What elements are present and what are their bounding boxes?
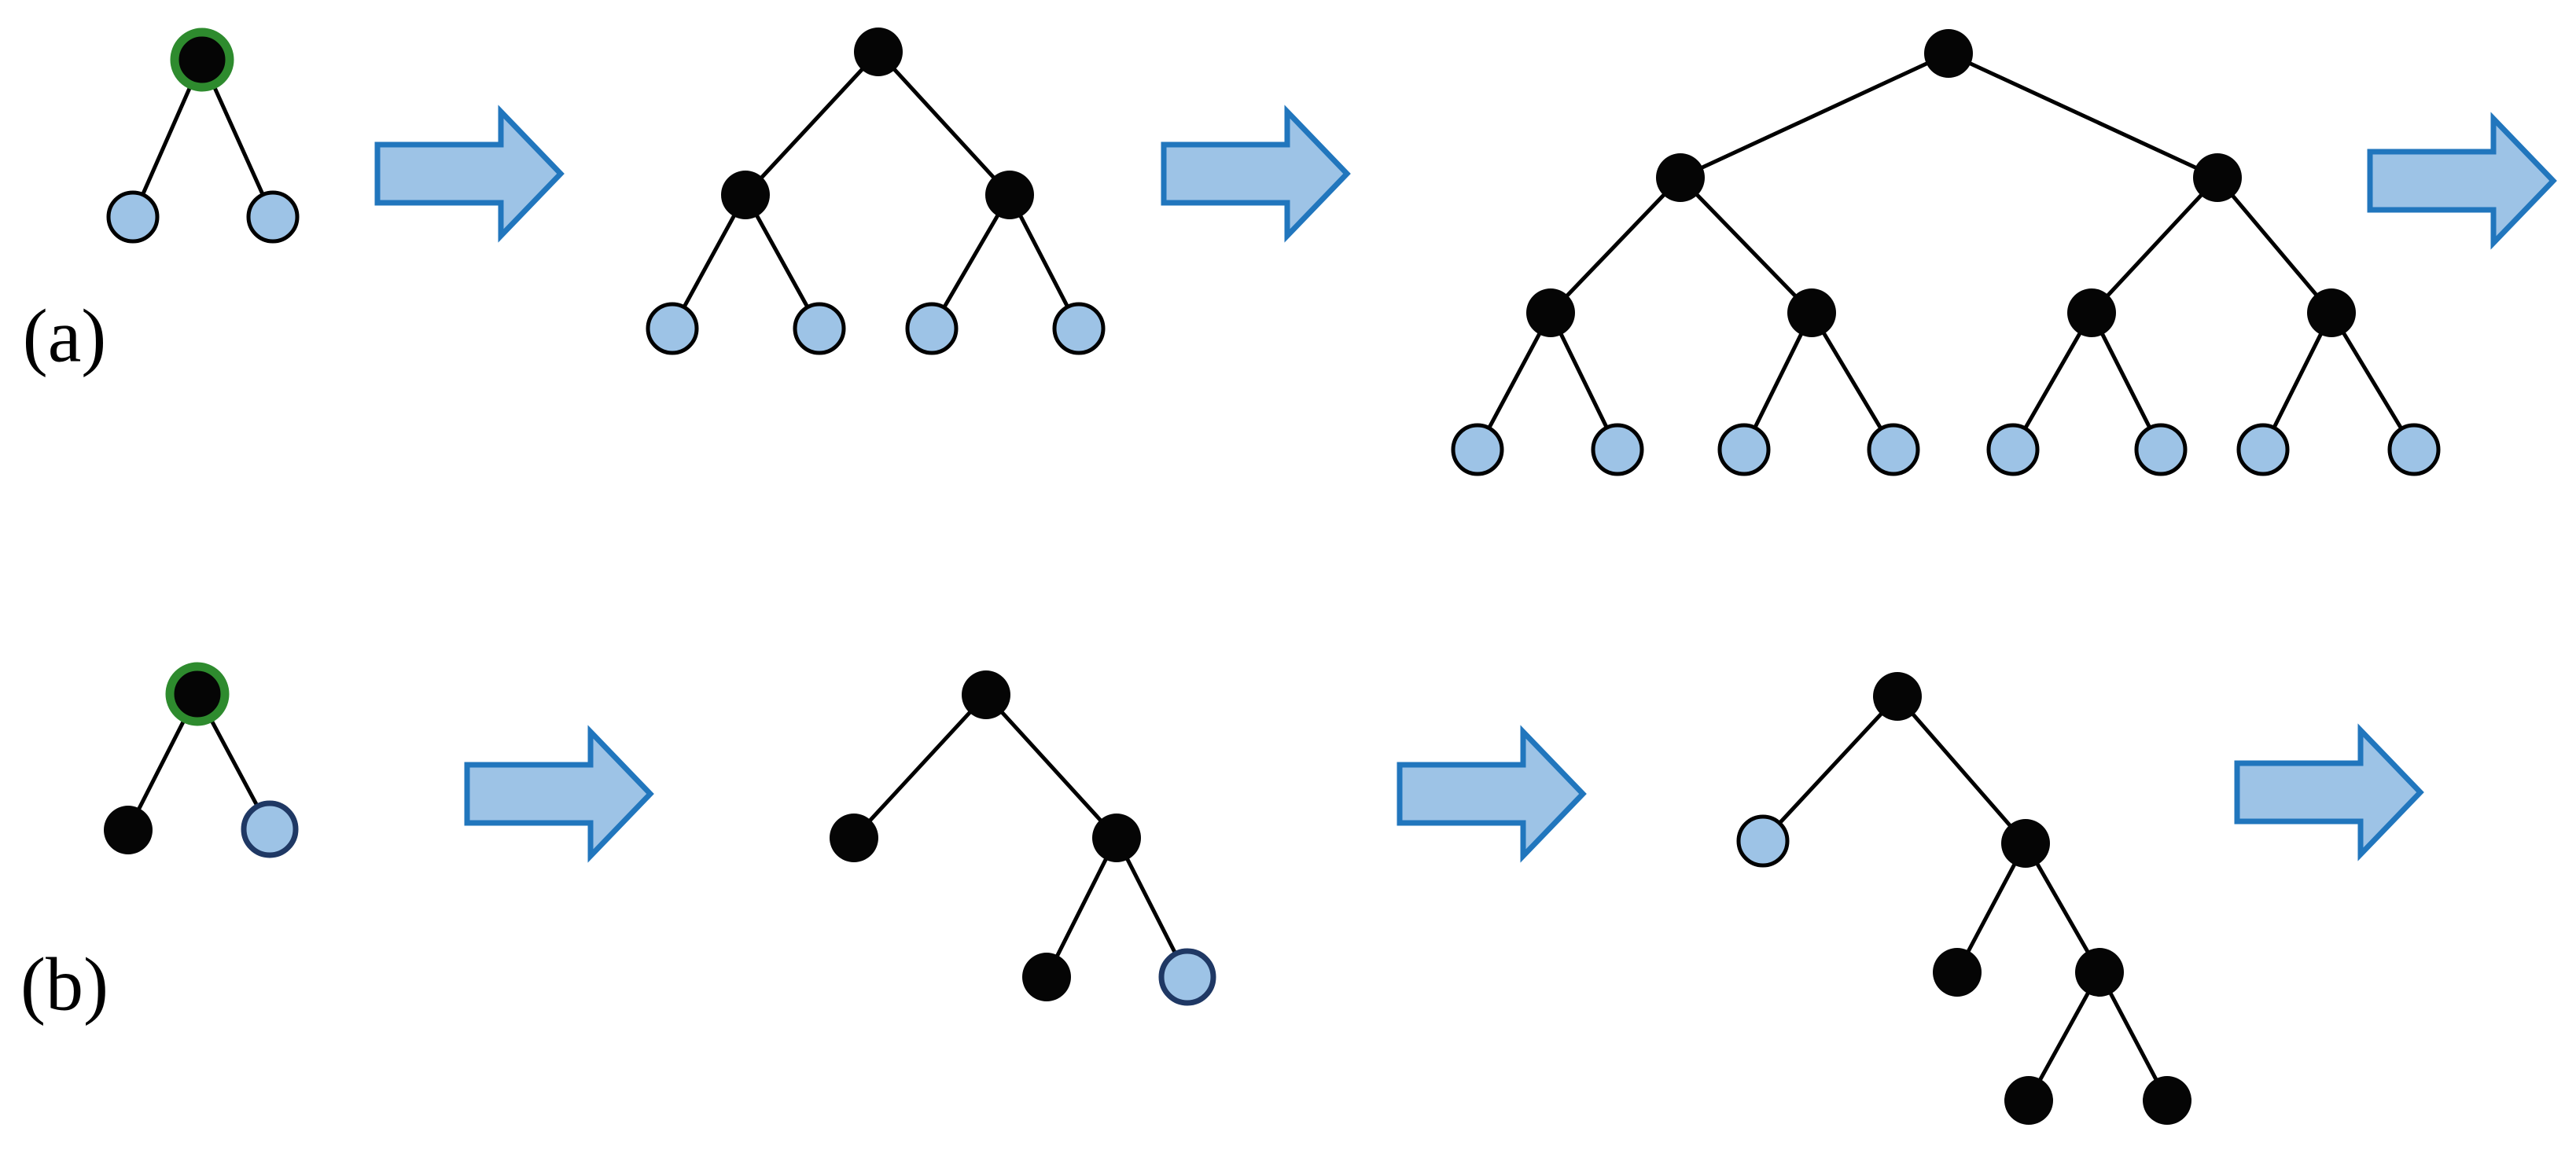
flow-arrow-icon [1161,105,1351,243]
flow-arrow-icon [374,105,565,243]
tree-node-blue-black-ring [793,302,846,355]
tree-balanced-step-3 [1451,29,2441,476]
flow-arrow-icon [464,725,654,863]
panel-label: (b) [20,942,109,1027]
tree-node-black [1022,953,1071,1001]
tree-node-blue-black-ring [246,190,300,244]
tree-node-black [2075,948,2124,997]
tree-node-blue-black-ring [2236,423,2290,476]
tree-edge [743,50,881,197]
tree-node-black [854,28,903,76]
tree-node-blue-black-ring [106,190,160,244]
tree-node-blue-black-ring [1867,423,1920,476]
tree-node-black [721,171,770,219]
tree-balanced-step-1 [106,28,300,244]
flow-arrow-icon [2234,723,2424,861]
tree-node-black [2067,288,2116,337]
tree-node-black [2307,288,2356,337]
tree-node-black [1933,948,1982,997]
tree-node-black [962,670,1010,719]
tree-node-blue-black-ring [646,302,699,355]
flow-arrow-icon [1397,725,1587,863]
tree-edge [1678,175,1814,315]
tree-edge [1678,51,1951,180]
tree-edge [2329,310,2416,452]
tree-node-black [1656,153,1705,202]
tree-node-black-green-ring [170,28,234,92]
tree-edge [1044,836,1119,979]
tree-node-black [2143,1076,2191,1125]
tree-node-black [985,171,1034,219]
tree-node-black [1092,814,1141,862]
tree-unbalanced-step-2 [830,670,1216,1006]
tree-balanced-step-2 [646,28,1106,355]
tree-node-black [2001,819,2050,868]
tree-node-blue-black-ring [1717,423,1771,476]
tree-node-black [2193,153,2242,202]
diagram-content: (a) (b) [20,28,2557,1125]
tree-edge [852,692,988,840]
tree-node-black [1526,288,1575,337]
tree-node-black [1873,672,1922,721]
flow-arrow-icon [2367,112,2557,250]
tree-edge [876,50,1012,197]
tree-edge [1946,51,2220,180]
tree-node-black-green-ring [165,662,230,726]
tree-node-blue-black-ring [1736,814,1790,868]
tree-node-black [104,806,153,854]
panel-label: (a) [23,294,107,378]
tree-unbalanced-step-1 [104,662,299,858]
tree-node-blue-black-ring [2387,423,2441,476]
tree-node-blue-black-ring [2134,423,2188,476]
tree-node-blue-black-ring [1591,423,1644,476]
tree-edge [1809,310,1896,452]
tree-edge [1895,694,2028,846]
tree-edge [2215,175,2334,315]
tree-node-black [1924,29,1973,78]
tree-unbalanced-step-3 [1736,672,2191,1125]
tree-node-blue-navy-ring [241,800,299,858]
tree-node-blue-black-ring [1451,423,1504,476]
tree-edge [2089,175,2220,315]
tree-node-black [2004,1076,2053,1125]
tree-edge [1761,694,1900,843]
tree-edge [2023,841,2102,975]
tree-edge [2026,970,2102,1103]
tree-edge [984,692,1119,840]
tree-node-blue-black-ring [905,302,959,355]
tree-node-black [830,814,878,862]
tree-node-black [1787,288,1836,337]
tree-node-blue-black-ring [1986,423,2040,476]
tree-edge [1548,175,1683,315]
tree-node-blue-navy-ring [1158,948,1216,1006]
tree-node-blue-black-ring [1052,302,1106,355]
